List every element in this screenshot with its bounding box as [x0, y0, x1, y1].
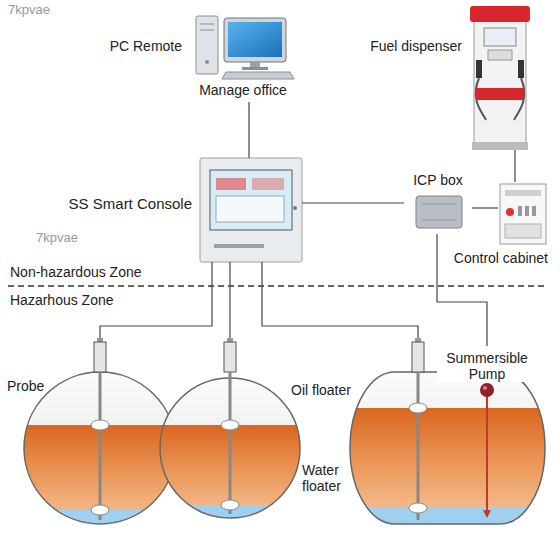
- probe: [94, 342, 106, 372]
- control-cabinet-icon: [500, 184, 546, 244]
- computer-icon: [224, 18, 286, 62]
- icp-box-icon: [422, 204, 456, 205]
- fuel-dispenser-icon: [472, 142, 528, 150]
- probe: [91, 338, 109, 520]
- node-label: Manage office: [188, 82, 298, 98]
- part-label: Probe: [6, 378, 45, 394]
- probe: [221, 500, 239, 510]
- submersible-pump: [486, 396, 488, 512]
- computer-icon: [222, 72, 294, 79]
- computer-icon: [205, 60, 209, 64]
- console-icon: [210, 170, 292, 230]
- node-label: SS Smart Console: [69, 195, 192, 213]
- horizontal-tank: [350, 372, 545, 524]
- probe: [229, 372, 232, 514]
- computer-icon: [196, 16, 218, 74]
- control-cabinet-icon: [518, 206, 522, 216]
- signal-wire: [229, 262, 230, 338]
- fuel-dispenser-icon: [488, 50, 512, 60]
- zone-label: Non-hazardous Zone: [10, 264, 142, 280]
- computer-icon: [242, 67, 268, 70]
- control-cabinet-icon: [500, 184, 546, 244]
- probe: [227, 338, 233, 342]
- horizontal-tank: [348, 370, 548, 526]
- fuel-dispenser-icon: [484, 28, 516, 46]
- fuel-dispenser-icon: [470, 6, 530, 150]
- submersible-pump: [483, 386, 487, 390]
- watermark: 7kpvae: [8, 2, 50, 18]
- computer-icon: [228, 22, 282, 57]
- probe: [415, 338, 421, 342]
- control-cabinet-icon: [525, 206, 529, 216]
- part-label: Summersible Pump: [437, 350, 537, 382]
- signal-wire: [100, 234, 487, 346]
- zone-divider: [8, 285, 546, 286]
- console-icon: [216, 196, 284, 222]
- console-icon: [214, 244, 264, 248]
- dispenser-node: Fuel dispenser: [468, 4, 532, 150]
- fuel-dispenser-icon: [476, 88, 524, 100]
- icp-box-icon: [416, 196, 462, 228]
- connector-line: [472, 207, 498, 208]
- probe: [97, 338, 103, 342]
- icp-box-icon: [422, 220, 456, 221]
- node-label: Fuel dispenser: [370, 38, 462, 54]
- console-node: SS Smart Console: [200, 158, 302, 262]
- watermark: 7kpvae: [36, 230, 78, 246]
- icp-node: ICP box: [404, 172, 472, 234]
- probe: [409, 338, 427, 520]
- fuel-dispenser-icon: [518, 60, 524, 78]
- part-label: Water floater: [302, 462, 348, 494]
- connector-line: [514, 150, 515, 182]
- node-label: Control cabinet: [454, 250, 548, 266]
- computer-icon: [196, 16, 294, 79]
- probe: [99, 372, 102, 520]
- signal-wire: [262, 262, 418, 338]
- horizontal-tank: [350, 372, 545, 524]
- control-cabinet-icon: [506, 208, 514, 216]
- control-cabinet-icon: [505, 224, 541, 238]
- probe: [224, 342, 236, 372]
- computer-icon: [200, 24, 214, 25]
- part-label: Oil floater: [290, 382, 352, 398]
- computer-node: PC RemoteManage office: [188, 10, 298, 102]
- connector-line: [248, 102, 249, 158]
- horizontal-tank: [350, 372, 545, 524]
- horizontal-tank: [350, 408, 545, 524]
- console-icon: [200, 158, 302, 262]
- console-icon: [216, 178, 246, 190]
- probe: [91, 420, 109, 430]
- probe: [221, 338, 239, 514]
- horizontal-tank: [350, 508, 545, 524]
- probe: [91, 505, 109, 515]
- node-label: ICP box: [404, 172, 472, 188]
- console-icon: [293, 206, 297, 210]
- submersible-pump: [480, 383, 494, 397]
- submersible-pump: [480, 383, 494, 518]
- cabinet-node: Control cabinet: [498, 182, 548, 246]
- probe: [417, 372, 420, 520]
- node-label: PC Remote: [110, 38, 182, 54]
- fuel-dispenser-icon: [470, 6, 530, 22]
- fuel-dispenser-icon: [476, 60, 482, 78]
- control-cabinet-icon: [505, 190, 541, 196]
- round-tank: [24, 372, 176, 524]
- icp-box-icon: [416, 196, 462, 228]
- console-icon: [200, 158, 302, 262]
- computer-icon: [200, 30, 214, 31]
- probe: [221, 420, 239, 430]
- zone-label: Hazarhous Zone: [10, 292, 114, 308]
- probe: [409, 503, 427, 513]
- submersible-pump: [483, 510, 491, 518]
- control-cabinet-icon: [532, 206, 536, 216]
- console-icon: [252, 178, 284, 190]
- probe: [409, 403, 427, 413]
- fuel-dispenser-icon: [474, 20, 526, 144]
- connector-line: [302, 202, 404, 203]
- probe: [412, 342, 424, 372]
